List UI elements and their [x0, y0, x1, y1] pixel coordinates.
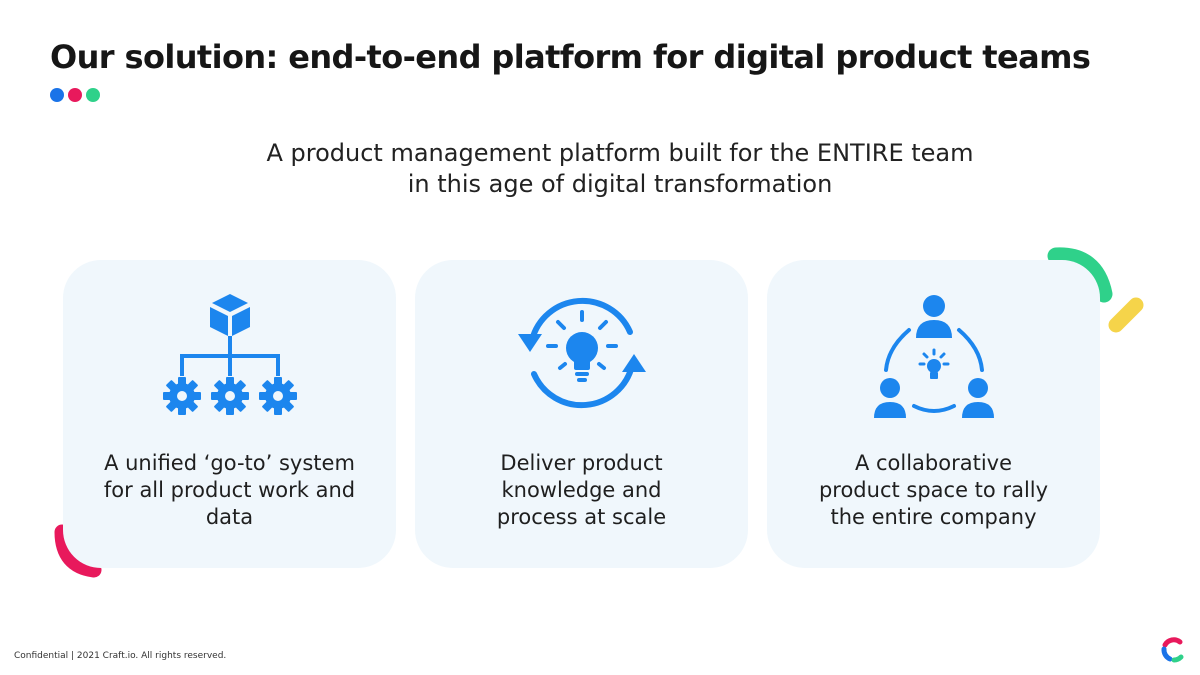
subtitle-line-2: in this age of digital transformation — [407, 170, 833, 198]
label-line: Deliver product — [500, 451, 663, 475]
slide-title: Our solution: end-to-end platform for di… — [50, 38, 1091, 76]
label-line: A collaborative — [854, 451, 1013, 475]
blue-dot — [50, 88, 64, 102]
slide-subtitle: A product management platform built for … — [0, 138, 1200, 200]
subtitle-line-1: A product management platform built for … — [266, 139, 974, 167]
label-line: knowledge and — [501, 478, 662, 502]
label-line: the entire company — [830, 505, 1037, 529]
feature-card-label: Deliver product knowledge and process at… — [435, 450, 728, 531]
feature-card-collaborative-space: A collaborative product space to rally t… — [767, 260, 1100, 568]
feature-card-unified-system: A unified ‘go-to’ system for all product… — [63, 260, 396, 568]
feature-card-label: A collaborative product space to rally t… — [787, 450, 1080, 531]
brand-dots — [50, 88, 100, 102]
label-line: process at scale — [496, 505, 667, 529]
footer-copyright: Confidential | 2021 Craft.io. All rights… — [14, 651, 227, 661]
green-dot — [86, 88, 100, 102]
pink-dot — [68, 88, 82, 102]
label-line: product space to rally — [818, 478, 1049, 502]
craft-logo-icon — [1161, 637, 1184, 663]
label-line: for all product work and — [103, 478, 356, 502]
hierarchy-gears-icon — [160, 290, 300, 424]
feature-card-deliver-knowledge: Deliver product knowledge and process at… — [415, 260, 748, 568]
lightbulb-cycle-icon — [512, 288, 652, 422]
label-line: data — [205, 505, 254, 529]
pink-arc-decoration — [54, 524, 102, 578]
yellow-pill-decoration — [1108, 297, 1144, 333]
label-line: A unified ‘go-to’ system — [104, 451, 355, 475]
feature-card-label: A unified ‘go-to’ system for all product… — [83, 450, 376, 531]
green-arc-decoration — [1047, 247, 1113, 303]
team-collaboration-icon — [864, 292, 1004, 426]
